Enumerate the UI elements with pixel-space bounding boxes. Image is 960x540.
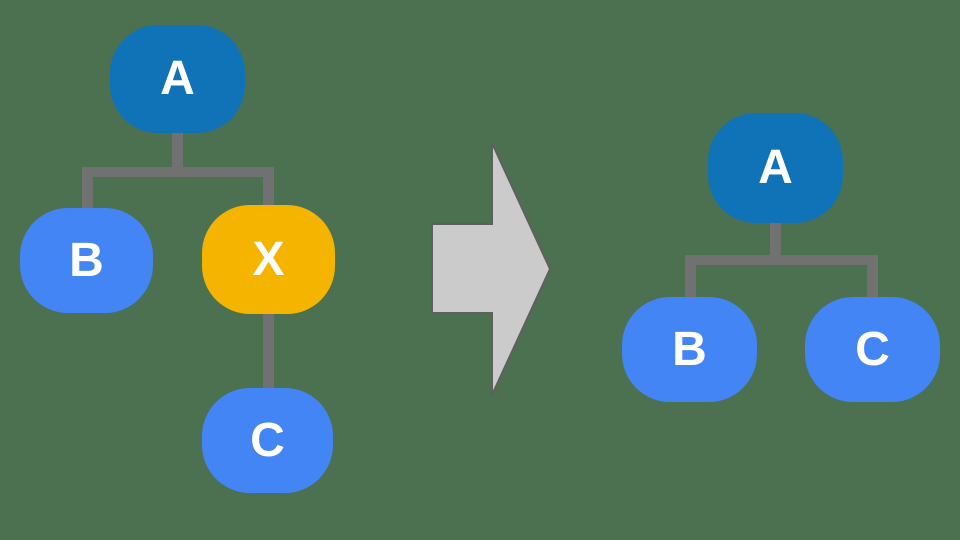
node-b-before: B	[20, 208, 153, 313]
node-c-after: C	[805, 297, 940, 402]
node-b-after: B	[622, 297, 757, 402]
node-x-before: X	[202, 205, 335, 314]
connector-crossbar-before	[82, 167, 273, 177]
connector-x-to-c-before	[263, 312, 274, 390]
connector-drop-b-after	[685, 255, 696, 299]
connector-crossbar-after	[685, 255, 878, 265]
connector-a-stem-before	[172, 131, 183, 173]
node-a-after: A	[708, 113, 843, 223]
node-a-before: A	[110, 25, 245, 133]
connector-a-stem-after	[770, 221, 781, 261]
connector-drop-x-before	[263, 167, 274, 207]
connector-drop-b-before	[82, 167, 93, 210]
connector-drop-c-after	[867, 255, 878, 299]
node-c-before: C	[202, 388, 333, 493]
